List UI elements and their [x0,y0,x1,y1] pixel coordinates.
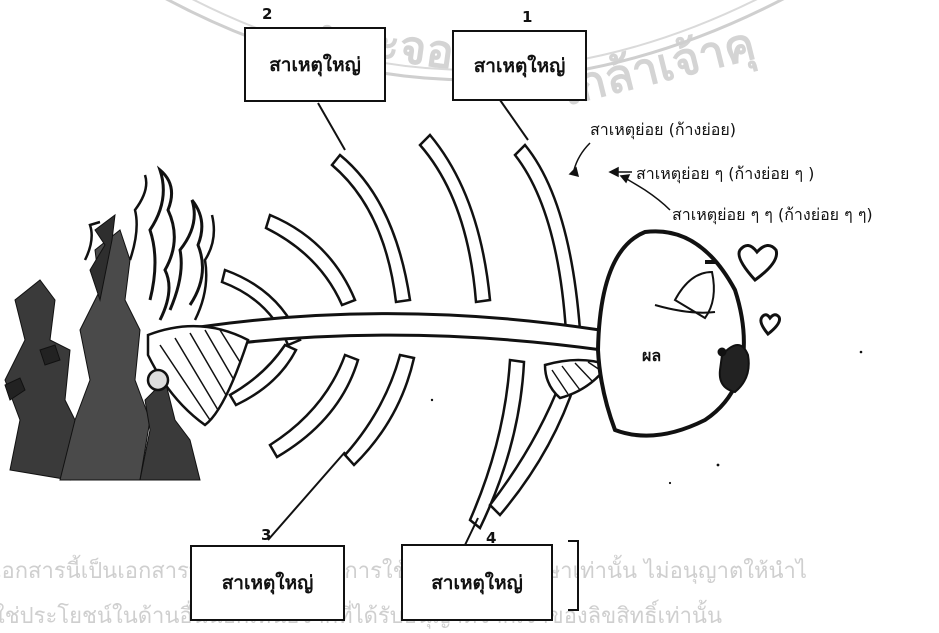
bracket [568,541,578,610]
cause-3-box: สาเหตุใหญ่ [190,545,345,621]
cause-3-number: 3 [261,526,271,544]
cause-1-box: สาเหตุใหญ่ [452,30,587,101]
effect-label: ผล [642,344,661,369]
coral-illustration [5,170,214,480]
cause-1-number: 1 [522,8,532,26]
fishbone-diagram: พระจอม เกล้าเจ้าคุ เอกสารนี้เป็นเอกสารที… [0,0,939,617]
sub-sub-sub-cause-label: สาเหตุย่อย ๆ ๆ (ก้างย่อย ๆ ๆ) [672,203,873,228]
heart-decorations [739,245,780,334]
fish-head [598,231,749,435]
sub-cause-label: สาเหตุย่อย (ก้างย่อย) [590,118,736,143]
sub-sub-cause-label: สาเหตุย่อย ๆ (ก้างย่อย ๆ ) [636,162,814,187]
cause-2-box: สาเหตุใหญ่ [244,27,386,102]
cause-4-box: สาเหตุใหญ่ [401,544,553,621]
cause-2-number: 2 [262,5,272,23]
